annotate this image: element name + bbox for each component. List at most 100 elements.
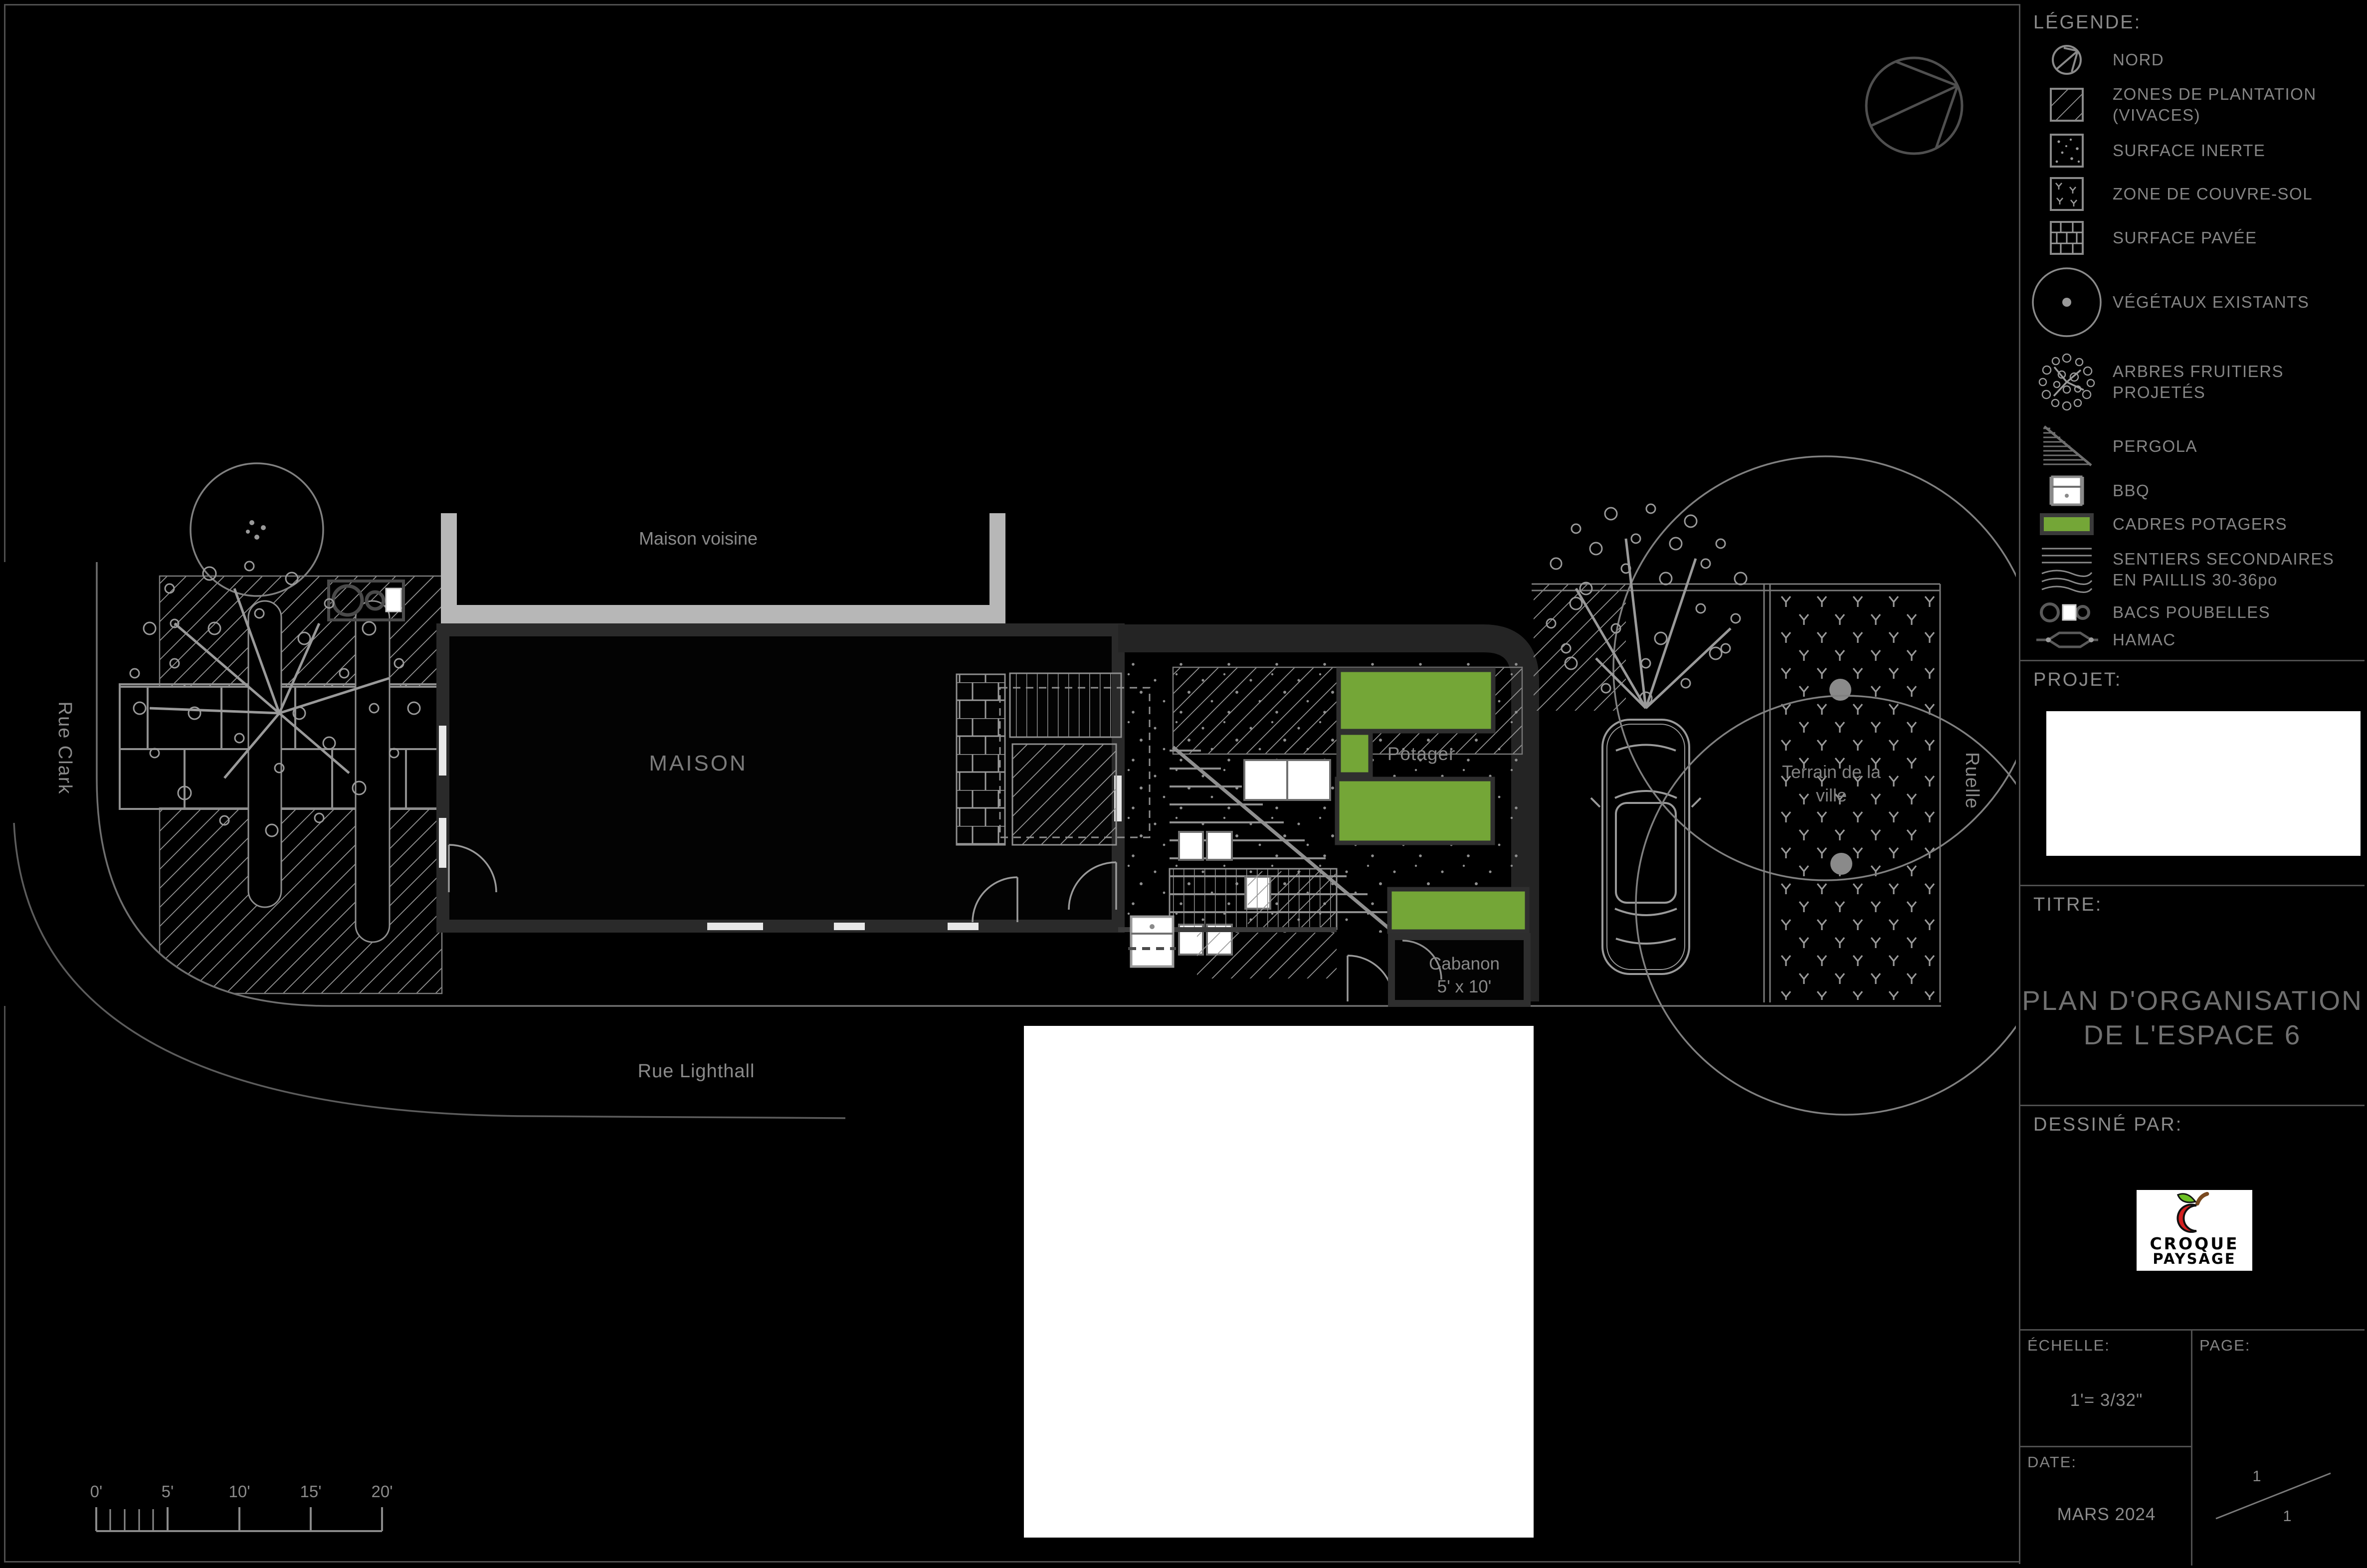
mulch-path-icon: [2020, 544, 2113, 595]
mulch-path-strip: [247, 600, 282, 908]
planting-zone-hatch-lower: [159, 807, 443, 994]
projet-section: PROJET:: [2020, 660, 2365, 885]
outer-curb-line: [13, 822, 846, 1119]
legend-item-pavee: SURFACE PAVÉE: [2020, 215, 2365, 260]
bbq: [1128, 915, 1176, 968]
legend-item-nord: NORD: [2020, 39, 2365, 81]
inner-curb-line: [96, 562, 1941, 1007]
logo-text-paysage: PAYSAGE: [2153, 1250, 2236, 1267]
legend-item-cadres: CADRES POTAGERS: [2020, 509, 2365, 540]
cabanon-label-2: 5' x 10': [1437, 977, 1492, 996]
existing-plant-dot: [1830, 853, 1852, 875]
echelle-label: ÉCHELLE:: [2027, 1337, 2110, 1354]
croque-paysage-logo: CROQUE PAYSAGE: [2137, 1190, 2252, 1271]
dessine-label: DESSINÉ PAR:: [2033, 1114, 2183, 1135]
street-side-hatch: [1197, 933, 1337, 979]
titre-label: TITRE:: [2033, 894, 2103, 915]
house-door-arcs: [448, 844, 1117, 923]
page-number-graphic: 1 1: [2215, 1467, 2331, 1525]
legend-title: LÉGENDE:: [2033, 12, 2142, 33]
driveway-hatch: [1534, 584, 1626, 711]
legend-section: LÉGENDE: NORD ZONES DE PLANTATION(VIVACE…: [2020, 4, 2365, 660]
scale-bar: 0' 5' 10' 15' 20': [90, 1482, 393, 1532]
page-current: 1: [2252, 1467, 2261, 1485]
logo-text-croque: CROQUE: [2150, 1234, 2239, 1253]
terrain-label-1: Terrain de la: [1782, 762, 1881, 782]
pergola-icon: [2020, 423, 2113, 469]
date-value: MARS 2024: [2057, 1505, 2156, 1524]
slat-fence-hatch: [1248, 871, 1336, 927]
streets: [13, 562, 1941, 1119]
north-arrow-icon: [1865, 56, 1964, 155]
bbq-icon: [2020, 475, 2113, 507]
scale-tick-20: 20': [371, 1482, 393, 1501]
scale-tick-15: 15': [300, 1482, 321, 1501]
terrain-ville: Terrain de la ville: [1763, 584, 1941, 1002]
ruelle-label: Ruelle: [1962, 752, 1982, 809]
scale-tick-10: 10': [228, 1482, 250, 1501]
gate-arc: [1347, 955, 1394, 1002]
legend-item-couvre: ZONE DE COUVRE-SOL: [2020, 173, 2365, 215]
projet-redacted-box: [2046, 711, 2361, 856]
cabanon-label-1: Cabanon: [1429, 954, 1500, 974]
maison-label: MAISON: [649, 751, 748, 776]
existing-plant-dot: [1829, 679, 1851, 701]
mulch-path-strip: [355, 600, 391, 943]
legend-item-bacs: BACS POUBELLES: [2020, 599, 2365, 625]
car: [1590, 719, 1702, 975]
date-cell: DATE: MARS 2024: [2020, 1447, 2192, 1566]
garden-frame-icon: [2020, 513, 2113, 536]
front-yard: [4, 562, 444, 1006]
scale-tick-5: 5': [162, 1482, 174, 1501]
terrain-label-2: ville: [1816, 785, 1847, 805]
trash-bins-icon: [2020, 601, 2113, 624]
legend-item-inerte: SURFACE INERTE: [2020, 129, 2365, 173]
legend-item-vegetaux: VÉGÉTAUX EXISTANTS: [2020, 260, 2365, 344]
info-grid-section: ÉCHELLE: 1'= 3/32" DATE: MARS 2024 PAGE:…: [2020, 1329, 2365, 1566]
page-label: PAGE:: [2199, 1337, 2251, 1354]
inert-surface-icon: [2020, 134, 2113, 168]
rear-deck: [956, 672, 1151, 846]
echelle-cell: ÉCHELLE: 1'= 3/32": [2020, 1331, 2192, 1447]
deck-planting-hatch: [1011, 743, 1117, 846]
legend-item-bbq: BBQ: [2020, 473, 2365, 509]
planting-hatch-icon: [2020, 88, 2113, 122]
rue-lighthall-label: Rue Lighthall: [638, 1061, 755, 1082]
rue-clark-label: Rue Clark: [54, 702, 75, 795]
neighbour-house: [441, 513, 1005, 624]
paved-surface-icon: [2020, 221, 2113, 255]
fruit-tree-left: [129, 561, 421, 837]
page-cell: PAGE: 1 1: [2192, 1331, 2365, 1566]
potager-label: Potager: [1387, 744, 1456, 764]
echelle-value: 1'= 3/32": [2070, 1390, 2143, 1410]
date-label: DATE:: [2027, 1453, 2077, 1471]
dessine-section: DESSINÉ PAR: CROQUE PAYSAGE: [2020, 1105, 2365, 1329]
existing-tree-trunk-dots: [246, 520, 266, 540]
cadres-potagers: [1335, 667, 1530, 934]
redacted-white-block: [1024, 1026, 1534, 1538]
fence-band: [1118, 624, 1539, 1001]
north-icon: [2020, 42, 2113, 78]
hammock-icon: [2020, 629, 2113, 651]
fruit-tree-right: [1546, 503, 1748, 709]
title-block-panel: LÉGENDE: NORD ZONES DE PLANTATION(VIVACE…: [2019, 4, 2365, 1566]
groundcover-icon: [2020, 177, 2113, 211]
apple-logo-icon: [2176, 1191, 2209, 1233]
couvre-sol-zone: [1774, 593, 1938, 1000]
fruit-tree-icon: [2020, 347, 2113, 417]
projet-label: PROJET:: [2033, 669, 2122, 690]
scale-tick-0: 0': [90, 1482, 103, 1501]
existing-vegetation-circles: [190, 455, 2016, 1116]
legend-item-zones: ZONES DE PLANTATION(VIVACES): [2020, 81, 2365, 129]
existing-vegetation-icon: [2020, 265, 2113, 340]
cabanon: Cabanon 5' x 10': [1388, 933, 1531, 1007]
maison-voisine-label: Maison voisine: [639, 528, 758, 549]
stair-treads: [1009, 672, 1122, 738]
deck-paved-strip: [956, 673, 1006, 846]
page-total: 1: [2283, 1507, 2291, 1525]
